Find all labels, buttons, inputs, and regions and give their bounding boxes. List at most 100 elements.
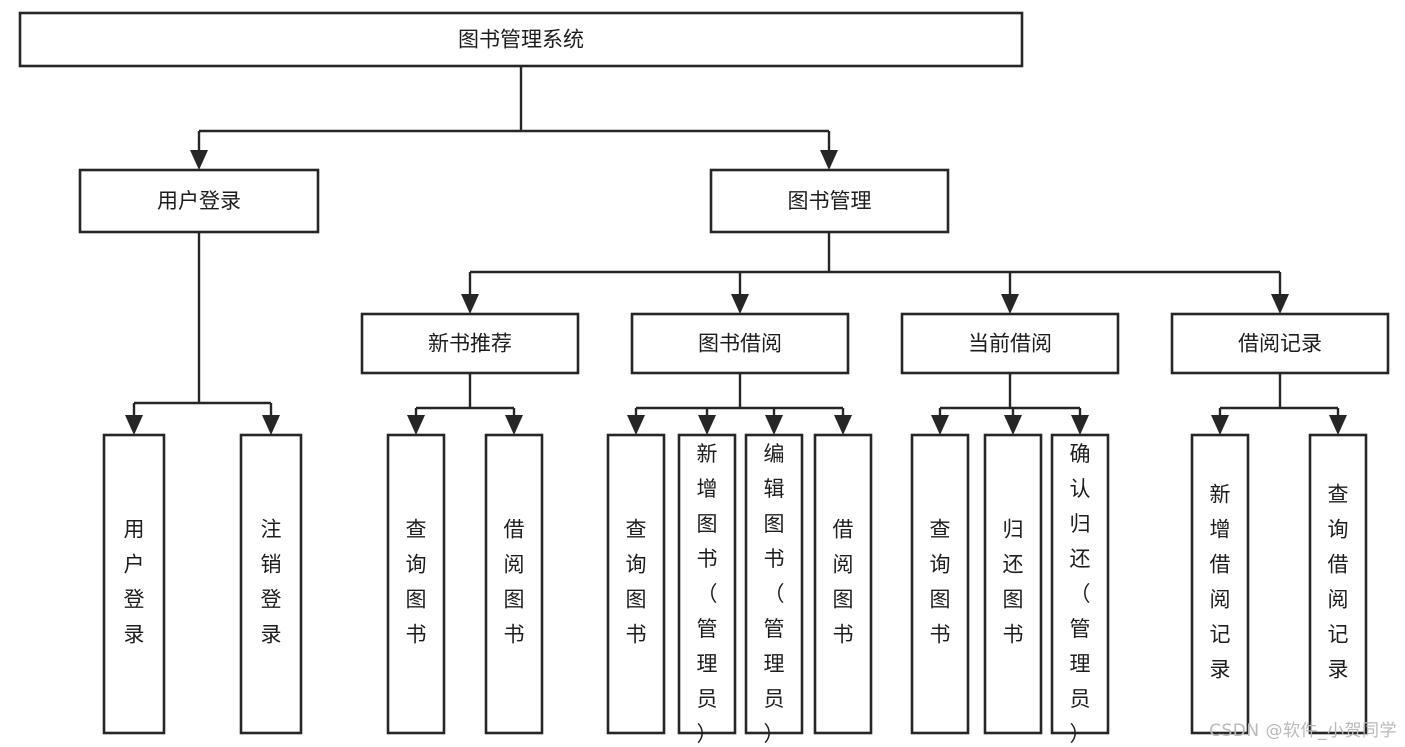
connector-group-bookmgmt-to-level3	[461, 232, 1289, 314]
node-label-char: 管	[1070, 617, 1091, 641]
arrow-head-icon	[731, 294, 749, 314]
arrow-head-icon	[834, 415, 852, 435]
node-borrow-record[interactable]: 借阅记录	[1170, 312, 1390, 375]
node-box-leaf-query-book-b[interactable]	[606, 433, 666, 735]
node-box-user-login[interactable]	[78, 168, 320, 234]
node-label-char: 理	[1070, 652, 1091, 676]
node-box-current-borrow[interactable]	[900, 312, 1120, 375]
arrow-head-icon	[262, 415, 280, 435]
node-box-leaf-user-login[interactable]	[102, 433, 166, 735]
node-label-char: 增	[1210, 518, 1231, 542]
node-label-char: 管	[764, 617, 785, 641]
arrow-head-icon	[1329, 415, 1347, 435]
node-box-root[interactable]	[18, 11, 1024, 68]
node-new-book-recommend[interactable]: 新书推荐	[360, 312, 580, 375]
node-box-leaf-query-book-c[interactable]	[910, 433, 970, 735]
node-label-char: 书	[1003, 623, 1024, 647]
node-label-char: 阅	[1328, 588, 1349, 612]
node-label-char: 图	[764, 512, 785, 536]
node-label-char: 借	[1210, 553, 1231, 577]
node-label-char: 图	[697, 512, 718, 536]
connector-group-current-to-leaves	[931, 373, 1089, 435]
node-label-char: 查	[626, 518, 647, 542]
node-user-login[interactable]: 用户登录	[78, 168, 320, 234]
node-box-leaf-query-borrow-record[interactable]	[1308, 433, 1368, 735]
node-label-new-book-recommend: 新书推荐	[428, 332, 512, 356]
node-label-char: 书	[626, 623, 647, 647]
csdn-watermark: CSDN @软件_小贺同学	[1209, 721, 1397, 741]
node-label-char: 图	[833, 588, 854, 612]
node-label-char: 理	[697, 652, 718, 676]
node-box-leaf-add-book-admin[interactable]	[677, 433, 737, 735]
node-box-leaf-query-book-a[interactable]	[386, 433, 446, 735]
arrow-head-icon	[820, 150, 838, 170]
node-label-borrow-record: 借阅记录	[1238, 332, 1322, 356]
node-box-book-management[interactable]	[709, 168, 950, 234]
node-label-current-borrow: 当前借阅	[968, 332, 1052, 356]
node-box-leaf-confirm-return-admin[interactable]	[1050, 433, 1110, 735]
node-label-char: 查	[1328, 483, 1349, 507]
node-label-char: 户	[124, 553, 145, 577]
node-box-leaf-borrow-book-b[interactable]	[813, 433, 873, 735]
node-box-borrow-record[interactable]	[1170, 312, 1390, 375]
node-box-leaf-add-borrow-record[interactable]	[1190, 433, 1250, 735]
node-label-char: 登	[124, 588, 145, 612]
node-label-char: 编	[764, 442, 785, 466]
node-book-management[interactable]: 图书管理	[709, 168, 950, 234]
node-book-borrow[interactable]: 图书借阅	[630, 312, 850, 375]
node-label-char: 图	[504, 588, 525, 612]
node-box-leaf-return-book[interactable]	[983, 433, 1043, 735]
node-label-char: 查	[406, 518, 427, 542]
node-label-char: 增	[697, 477, 718, 501]
arrow-head-icon	[931, 415, 949, 435]
connector-group-borrow-to-leaves	[627, 373, 852, 435]
node-box-leaf-edit-book-admin[interactable]	[744, 433, 804, 735]
node-label-char: 录	[1210, 658, 1231, 682]
arrow-head-icon	[190, 150, 208, 170]
node-label-char: 录	[124, 623, 145, 647]
node-box-leaf-logout[interactable]	[239, 433, 303, 735]
connector-group-recommend-to-leaves	[407, 373, 523, 435]
node-label-char: 借	[833, 518, 854, 542]
node-label-char: 还	[1003, 553, 1024, 577]
arrow-head-icon	[1004, 415, 1022, 435]
node-box-leaf-borrow-book-a[interactable]	[484, 433, 544, 735]
node-label-char: 书	[406, 623, 427, 647]
node-label-char: 辑	[764, 477, 785, 501]
node-leaf-user-login[interactable]: 用户登录	[102, 433, 166, 735]
node-label-char: ）	[697, 722, 718, 746]
node-box-book-borrow[interactable]	[630, 312, 850, 375]
node-current-borrow[interactable]: 当前借阅	[900, 312, 1120, 375]
arrow-head-icon	[1271, 294, 1289, 314]
node-label-char: 员	[697, 687, 718, 711]
node-label-char: 查	[930, 518, 951, 542]
node-root[interactable]: 图书管理系统	[18, 11, 1024, 68]
arrow-head-icon	[1211, 415, 1229, 435]
node-box-new-book-recommend[interactable]	[360, 312, 580, 375]
arrow-head-icon	[698, 415, 716, 435]
node-label-char: 询	[930, 553, 951, 577]
node-label-char: 登	[261, 588, 282, 612]
arrow-head-icon	[1071, 415, 1089, 435]
node-label-root: 图书管理系统	[458, 28, 584, 52]
nodes-layer: 图书管理系统用户登录图书管理新书推荐图书借阅当前借阅借阅记录用户登录注销登录查询…	[18, 11, 1390, 746]
node-label-user-login: 用户登录	[157, 189, 241, 213]
connector-group-record-to-leaves	[1211, 373, 1347, 435]
node-label-char: 询	[406, 553, 427, 577]
node-label-char: 书	[697, 547, 718, 571]
node-label-char: 阅	[833, 553, 854, 577]
